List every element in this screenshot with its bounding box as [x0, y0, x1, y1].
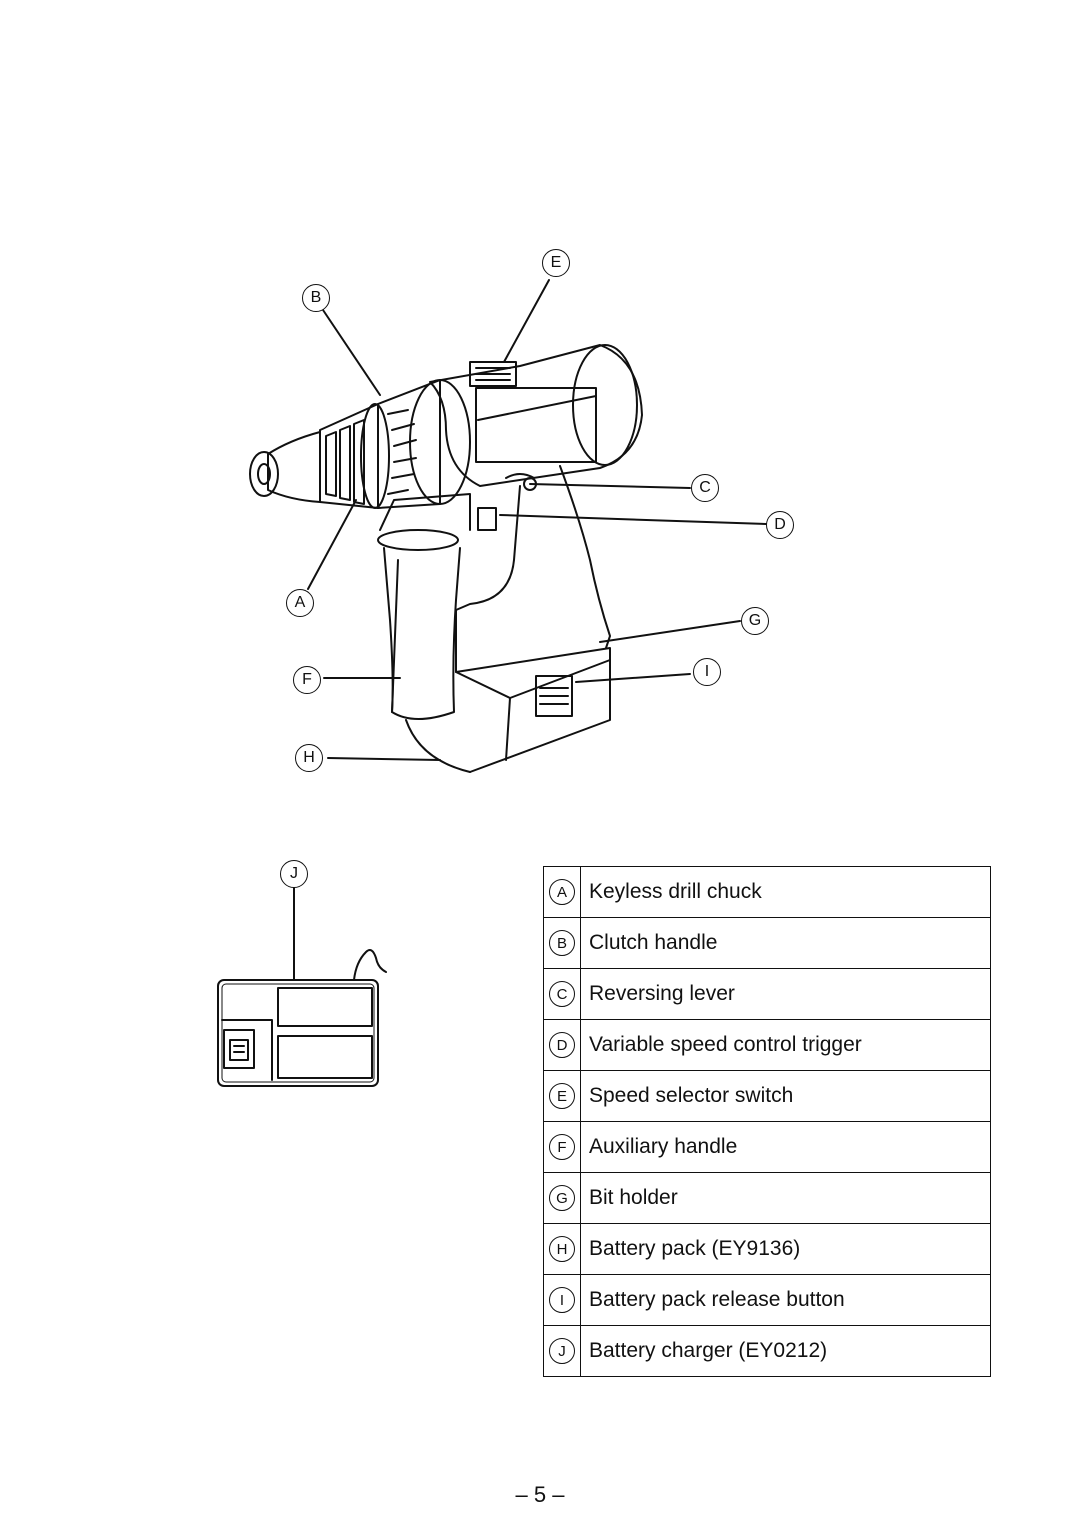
- callout-i: I: [693, 658, 721, 686]
- callout-a-label: A: [294, 594, 306, 611]
- auxiliary-handle: [377, 493, 471, 720]
- table-row: F Auxiliary handle: [543, 1121, 991, 1173]
- legend-key: B: [549, 930, 575, 957]
- callout-h: H: [295, 744, 323, 772]
- legend-key: I: [549, 1287, 575, 1314]
- legend-text: Variable speed control trigger: [580, 1019, 991, 1071]
- callout-d-label: D: [774, 516, 786, 533]
- legend-text: Battery pack (EY9136): [580, 1223, 991, 1275]
- legend-key: C: [549, 981, 575, 1008]
- legend-text: Reversing lever: [580, 968, 991, 1020]
- legend-key: F: [549, 1134, 575, 1161]
- legend-text: Speed selector switch: [580, 1070, 991, 1122]
- table-row: J Battery charger (EY0212): [543, 1325, 991, 1377]
- handle-body: [405, 465, 611, 773]
- legend-text: Clutch handle: [580, 917, 991, 969]
- callout-g-label: G: [748, 612, 762, 629]
- page-number: – 5 –: [515, 1482, 565, 1507]
- clutch-collar: [377, 379, 471, 509]
- leader-lines: [293, 279, 767, 981]
- callout-i-label: I: [704, 663, 710, 680]
- chuck: [249, 403, 390, 509]
- table-row: E Speed selector switch: [543, 1070, 991, 1122]
- callout-c-label: C: [699, 479, 711, 496]
- callout-b-label: B: [310, 289, 322, 306]
- callout-f-label: F: [302, 671, 312, 688]
- legend-text: Battery charger (EY0212): [580, 1325, 991, 1377]
- callout-b: B: [302, 284, 330, 312]
- callout-e-label: E: [550, 254, 562, 271]
- table-row: D Variable speed control trigger: [543, 1019, 991, 1071]
- callout-j-label: J: [290, 865, 298, 882]
- battery-charger: [217, 949, 387, 1087]
- legend-key: E: [549, 1083, 575, 1110]
- table-row: A Keyless drill chuck: [543, 866, 991, 918]
- legend-key: J: [549, 1338, 575, 1365]
- legend-key: G: [549, 1185, 575, 1212]
- parts-legend-table: A Keyless drill chuck B Clutch handle C …: [543, 866, 991, 1377]
- motor-housing: [429, 344, 643, 487]
- legend-key: D: [549, 1032, 575, 1059]
- table-row: I Battery pack release button: [543, 1274, 991, 1326]
- callout-g: G: [741, 607, 769, 635]
- legend-text: Battery pack release button: [580, 1274, 991, 1326]
- table-row: H Battery pack (EY9136): [543, 1223, 991, 1275]
- legend-key: A: [549, 879, 575, 906]
- callout-h-label: H: [303, 749, 315, 766]
- callout-e: E: [542, 249, 570, 277]
- table-row: C Reversing lever: [543, 968, 991, 1020]
- legend-key: H: [549, 1236, 575, 1263]
- callout-j: J: [280, 860, 308, 888]
- legend-text: Keyless drill chuck: [580, 866, 991, 918]
- callout-f: F: [293, 666, 321, 694]
- callout-a: A: [286, 589, 314, 617]
- table-row: G Bit holder: [543, 1172, 991, 1224]
- legend-text: Auxiliary handle: [580, 1121, 991, 1173]
- callout-d: D: [766, 511, 794, 539]
- callout-c: C: [691, 474, 719, 502]
- legend-text: Bit holder: [580, 1172, 991, 1224]
- table-row: B Clutch handle: [543, 917, 991, 969]
